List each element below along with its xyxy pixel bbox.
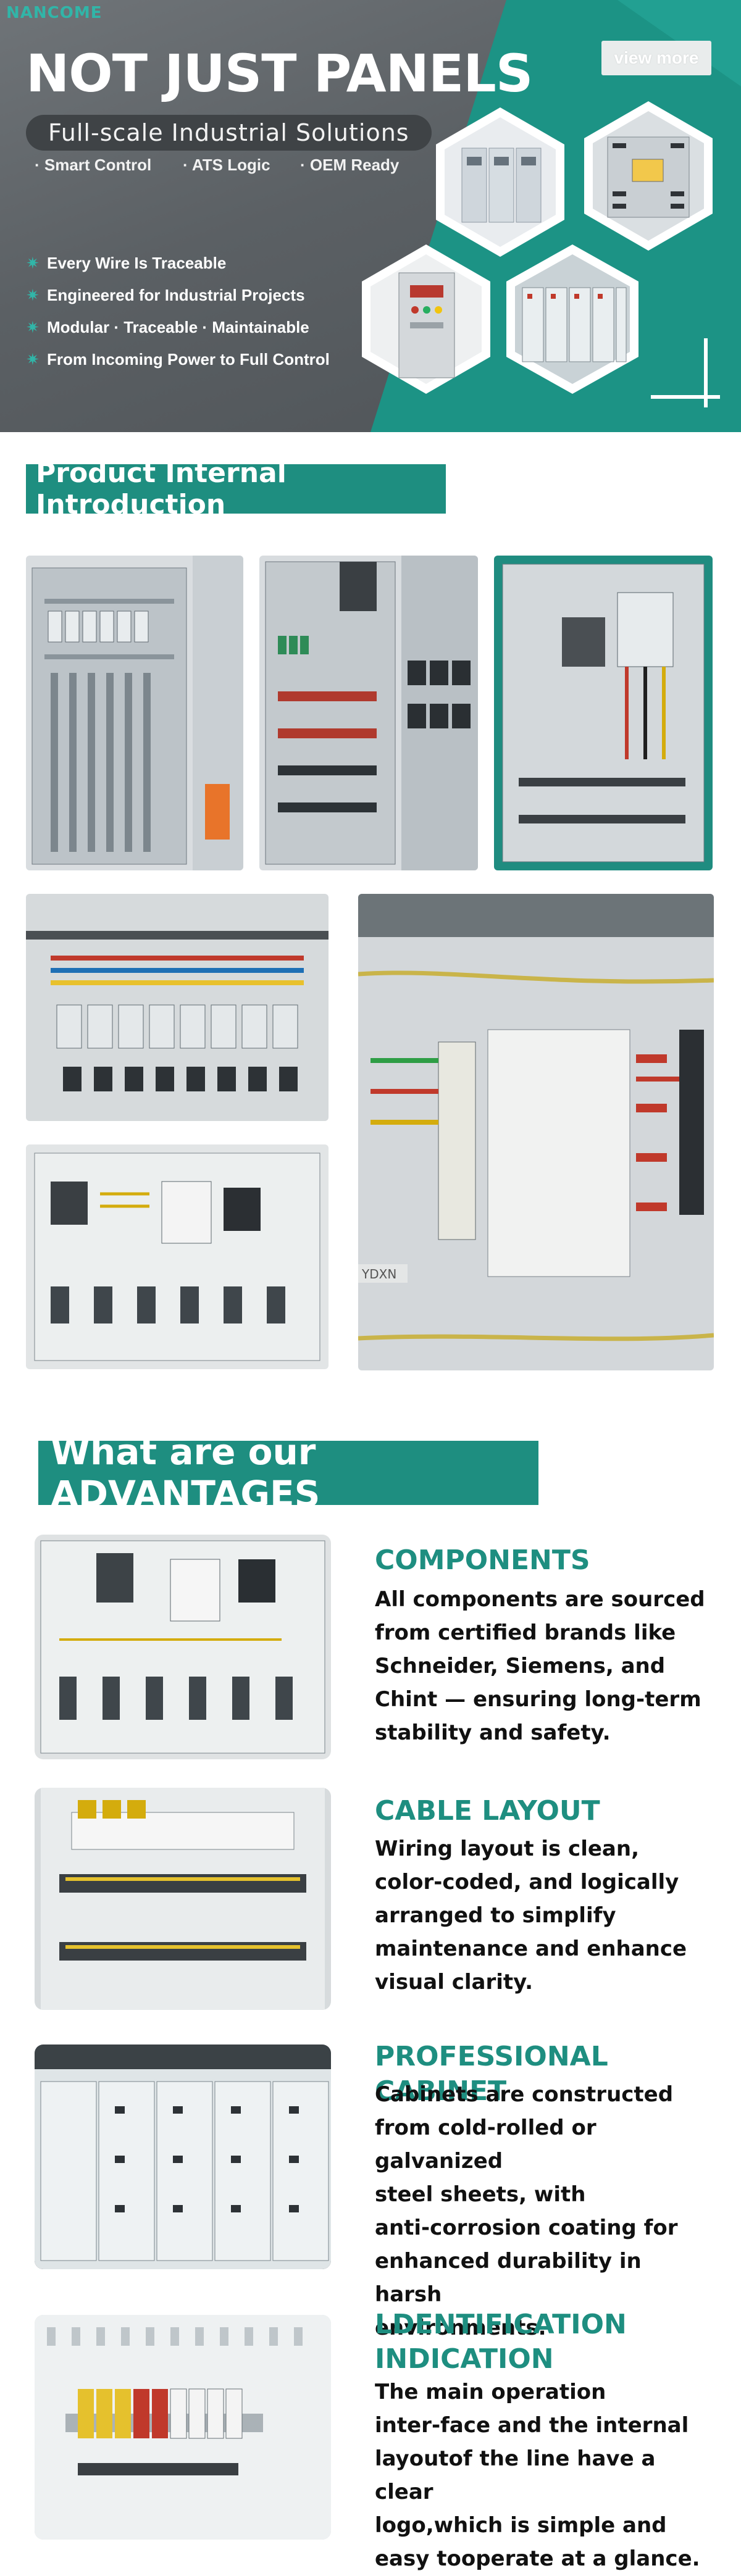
hex-panel-image-2 — [584, 101, 713, 251]
hero-subtitle-text: Full-scale Industrial Solutions — [48, 119, 409, 146]
description-line: color-coded, and logically — [375, 1870, 679, 1894]
feature-item: ✷ From Incoming Power to Full Control — [26, 343, 330, 375]
product-photo-6: YDXN — [358, 894, 714, 1370]
hero-banner: NANCOME NOT JUST PANELS view more Full-s… — [0, 0, 741, 432]
description-line: enhanced durability in harsh — [375, 2249, 642, 2307]
hex-panel-image-1 — [436, 107, 564, 257]
star-icon: ✷ — [26, 285, 40, 304]
product-section-title-text: Product Internal Introduction — [36, 457, 287, 520]
product-section-title: Product Internal Introduction — [26, 457, 446, 520]
description-line: Schneider, Siemens, and — [375, 1654, 666, 1678]
advantages-section-title-text: What are our ADVANTAGES — [51, 1431, 320, 1515]
feature-item: ✷ Modular · Traceable · Maintainable — [26, 311, 330, 343]
product-photo-4 — [26, 894, 329, 1121]
product-photo-5 — [26, 1144, 329, 1369]
view-more-label: view more — [614, 48, 699, 67]
advantage-photo-cabinet — [35, 2045, 331, 2269]
feature-text: From Incoming Power to Full Control — [47, 349, 330, 369]
description-line: logo,which is simple and — [375, 2513, 667, 2538]
product-photo-1 — [26, 556, 243, 870]
feature-text: Engineered for Industrial Projects — [47, 285, 305, 304]
feature-text: Modular · Traceable · Maintainable — [47, 317, 309, 336]
hero-feature-list: ✷ Every Wire Is Traceable ✷ Engineered for… — [26, 247, 330, 375]
star-icon: ✷ — [26, 253, 40, 272]
description-line: Wiring layout is clean, — [375, 1836, 639, 1861]
cross-decoration — [704, 338, 708, 407]
description-line: The main operation — [375, 2380, 606, 2404]
product-photo-3 — [494, 556, 713, 870]
advantage-heading: CABLE LAYOUT — [375, 1795, 600, 1827]
description-line: from cold-rolled or galvanized — [375, 2115, 597, 2174]
feature-text: Every Wire Is Traceable — [47, 253, 227, 272]
description-line: anti-corrosion coating for — [375, 2215, 678, 2240]
star-icon: ✷ — [26, 317, 40, 336]
star-icon: ✷ — [26, 349, 40, 369]
hero-subtitle: Full-scale Industrial Solutions — [26, 115, 432, 151]
feature-item: ✷ Engineered for Industrial Projects — [26, 279, 330, 311]
description-line: steel sheets, with — [375, 2182, 586, 2207]
advantages-section-title: What are our ADVANTAGES — [38, 1431, 538, 1515]
description-line: maintenance and enhance — [375, 1936, 687, 1961]
description-line: visual clarity. — [375, 1970, 534, 1995]
description-line: layoutof the line have a clear — [375, 2446, 656, 2504]
description-line: arranged to simplify — [375, 1903, 616, 1928]
advantage-photo-identification — [35, 2315, 331, 2540]
view-more-button[interactable]: view more — [601, 41, 711, 75]
tag-ats-logic: · ATS Logic — [183, 156, 270, 174]
hex-panel-image-3 — [362, 244, 490, 394]
heading-line: INDICATION — [375, 2343, 554, 2375]
tag-oem-ready: · OEM Ready — [300, 156, 400, 174]
description-line: All components are sourced — [375, 1587, 705, 1612]
advantage-description: The main operation inter-face and the in… — [375, 2375, 708, 2575]
description-line: environments. — [375, 2315, 546, 2340]
tag-smart-control: · Smart Control — [35, 156, 152, 174]
advantage-heading: PROFESSIONAL CABINET — [375, 2041, 608, 2107]
advantage-description: All components are sourced from certifie… — [375, 1583, 708, 1749]
description-line: Chint — ensuring long-term — [375, 1687, 701, 1712]
description-line: inter-face and the internal — [375, 2413, 689, 2438]
brand-logo[interactable]: NANCOME — [6, 4, 103, 22]
hero-tags: · Smart Control · ATS Logic · OEM Ready — [35, 156, 417, 180]
description-line: easy tooperate at a glance. — [375, 2546, 700, 2571]
hex-panel-image-4 — [506, 244, 638, 394]
description-line: Cabinets are constructed — [375, 2082, 674, 2107]
heading-line: LDENTIFICATION — [375, 2309, 627, 2340]
product-photo-2 — [259, 556, 478, 870]
advantage-description: Wiring layout is clean, color-coded, and… — [375, 1832, 708, 1999]
hero-title: NOT JUST PANELS — [26, 43, 533, 104]
description-line: from certified brands like — [375, 1620, 676, 1645]
advantage-heading: COMPONENTS — [375, 1544, 590, 1576]
advantage-description: Cabinets are constructed from cold-rolle… — [375, 2078, 708, 2345]
advantage-photo-components — [35, 1535, 331, 1759]
feature-item: ✷ Every Wire Is Traceable — [26, 247, 330, 279]
cross-decoration — [651, 395, 720, 399]
terminal-label: YDXN — [361, 1267, 396, 1282]
advantage-photo-cable-layout — [35, 1788, 331, 2010]
advantage-heading: LDENTIFICATION INDICATION — [375, 2307, 627, 2377]
description-line: stability and safety. — [375, 1720, 611, 1745]
